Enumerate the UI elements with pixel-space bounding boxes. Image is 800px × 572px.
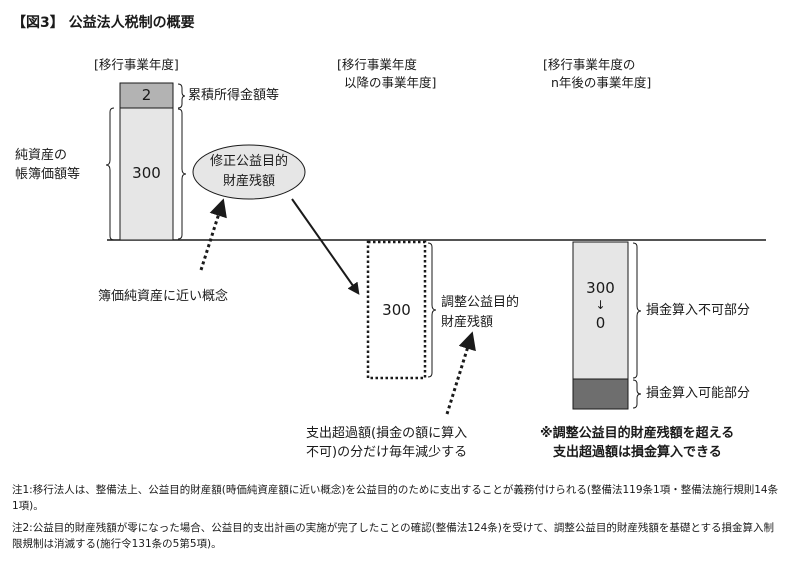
- bar3-value-bottom: 0: [595, 314, 606, 332]
- ellipse-label-line2: 財産残額: [222, 174, 275, 189]
- bar1-top-value: 2: [141, 86, 152, 104]
- bar1-right-brace: [177, 108, 187, 240]
- bar2-label-line1: 調整公益目的: [441, 295, 520, 310]
- bar1-top-label: 累積所得金額等: [188, 88, 280, 103]
- bar1-bottom-value: 300: [132, 164, 161, 182]
- bar3-bottom-segment: [572, 378, 629, 410]
- bar1-side-label-line2: 帳簿価額等: [15, 167, 81, 182]
- column-header-2-line2: 以降の事業年度]: [344, 75, 437, 90]
- bar2-value: 300: [382, 301, 411, 319]
- decrease-label-line2: 不可)の分だけ毎年減少する: [306, 445, 468, 460]
- bar2-label-line2: 財産残額: [441, 315, 494, 330]
- bar2-brace: [427, 242, 437, 378]
- approx-label: 簿価純資産に近い概念: [98, 289, 229, 304]
- note-1: 注1:移行法人は、整備法上、公益目的財産額(時価純資産額に近い概念)を公益目的の…: [12, 484, 779, 512]
- bar3-top-segment: [572, 241, 629, 380]
- bar3-label-bottom: 損金算入可能部分: [646, 386, 751, 401]
- remark-line1: ※調整公益目的財産残額を超える: [540, 426, 735, 441]
- modified-asset-ellipse: [192, 144, 306, 200]
- column-header-2-line1: [移行事業年度: [337, 57, 417, 72]
- bar1-bottom-segment: [119, 107, 174, 241]
- figure-title: 【図3】 公益法人税制の概要: [12, 15, 195, 31]
- column-header-3-line1: [移行事業年度の: [543, 57, 636, 72]
- bar3-bottom-brace: [632, 379, 642, 409]
- bar1-side-label-line1: 純資産の: [15, 148, 68, 163]
- decrease-arrow: [445, 331, 476, 415]
- note-2: 注2:公益目的財産残額が零になった場合、公益目的支出計画の実施が完了したことの確…: [12, 522, 775, 550]
- bar1-left-brace: [105, 107, 115, 241]
- bar3-arrow-glyph: ↓: [595, 298, 606, 312]
- bar1-top-brace: [177, 83, 186, 109]
- remark-line2: 支出超過額は損金算入できる: [553, 445, 722, 460]
- column-header-3-line2: n年後の事業年度]: [551, 75, 652, 90]
- bar3-label-top: 損金算入不可部分: [646, 303, 751, 318]
- bar3-top-brace: [632, 242, 642, 379]
- bar3-value-top: 300: [586, 279, 615, 297]
- column-header-1: [移行事業年度]: [94, 57, 179, 72]
- approx-arrow: [199, 198, 227, 271]
- transfer-arrow: [291, 198, 360, 295]
- bar2-dotted: [366, 240, 427, 380]
- ellipse-label-line1: 修正公益目的: [209, 154, 288, 169]
- decrease-label-line1: 支出超過額(損金の額に算入: [306, 426, 468, 441]
